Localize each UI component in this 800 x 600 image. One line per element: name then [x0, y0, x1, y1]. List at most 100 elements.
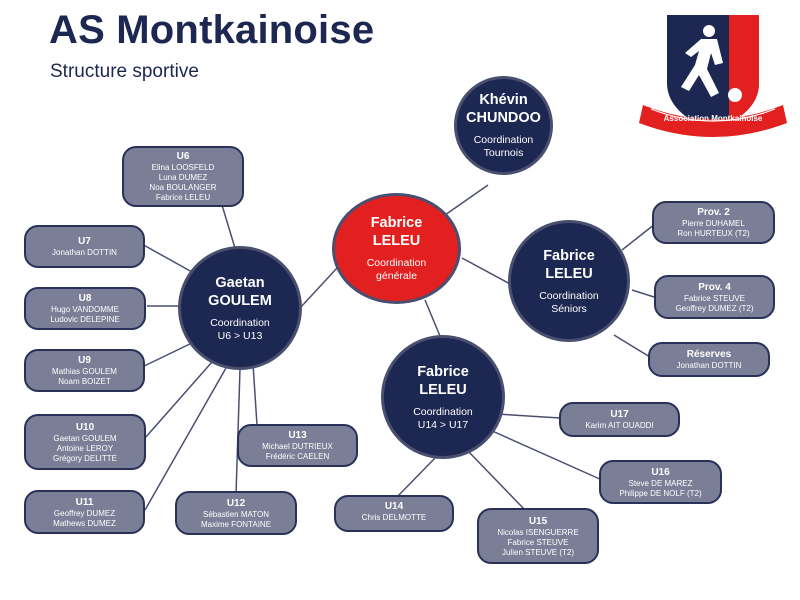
link-u7	[139, 242, 193, 273]
team-member: Gaetan GOULEM	[53, 433, 117, 443]
team-member: Hugo VANDOMME	[51, 305, 119, 314]
coordinator-last-name: LELEU	[419, 381, 467, 398]
coordinator-last-name: CHUNDOO	[466, 110, 541, 126]
team-category: U6	[176, 151, 190, 162]
team-member: Ludovic DELEPINE	[50, 315, 120, 324]
team-u13: U13 Michael DUTRIEUX Frédéric CAELEN	[237, 424, 358, 467]
team-member: Elina LOOSFELD	[151, 163, 215, 172]
team-category: Prov. 4	[698, 281, 731, 293]
team-member: Fabrice STEUVE	[507, 537, 569, 547]
team-member: Steve DE MAREZ	[628, 478, 693, 488]
team-member: Ron HURTEUX (T2)	[677, 229, 750, 238]
coordinator-last-name: LELEU	[545, 265, 593, 282]
team-category: U10	[75, 421, 95, 433]
team-category: U8	[78, 293, 92, 304]
team-member: Jonathan DOTTIN	[676, 361, 742, 370]
team-member: Frédéric CAELEN	[265, 452, 330, 461]
link-u17	[496, 413, 561, 419]
team-member: Luna DUMEZ	[158, 173, 208, 182]
coordinator-first-name: Fabrice	[543, 247, 595, 264]
link-u11	[144, 367, 227, 511]
team-category: U16	[651, 466, 670, 478]
team-member: Fabrice LELEU	[155, 193, 211, 202]
page-subtitle: Structure sportive	[50, 61, 199, 82]
logo-banner-text: Association Montkainoise	[664, 114, 763, 123]
team-member: Karim AIT OUADDI	[585, 421, 654, 430]
team-u12: U12 Sébastien MATON Maxime FONTAINE	[175, 491, 297, 535]
footballer-icon	[681, 25, 742, 102]
team-member: Grégory DELITTE	[52, 453, 117, 463]
team-member: Geoffrey DUMEZ	[53, 508, 116, 518]
coordinator-first-name: Khévin	[479, 92, 528, 108]
team-member: Antoine LEROY	[56, 443, 114, 453]
team-u9: U9 Mathias GOULEM Noam BOIZET	[24, 349, 145, 392]
team-category: U12	[226, 497, 246, 509]
team-u14: U14 Chris DELMOTTE	[334, 495, 454, 532]
team-member: Philippe DE NOLF (T2)	[619, 488, 702, 498]
link-u13	[252, 363, 258, 426]
team-member: Geoffrey DUMEZ (T2)	[675, 303, 754, 313]
team-u17: U17 Karim AIT OUADDI	[559, 402, 680, 437]
team-member: Maxime FONTAINE	[200, 519, 272, 529]
link-u15	[466, 449, 526, 511]
team-category: U7	[78, 236, 91, 247]
team-member: Chris DELMOTTE	[361, 513, 427, 522]
team-member: Julien STEUVE (T2)	[501, 547, 575, 557]
link-u9	[139, 341, 195, 369]
team-u6: U6 Elina LOOSFELD Luna DUMEZ Noa BOULANG…	[122, 146, 244, 207]
link-generale-tournois	[444, 184, 489, 216]
team-prov4: Prov. 4 Fabrice STEUVE Geoffrey DUMEZ (T…	[654, 275, 775, 319]
coordinator-last-name: GOULEM	[208, 292, 272, 309]
coordinator-first-name: Gaetan	[215, 274, 265, 291]
link-u10	[144, 361, 213, 439]
link-reserves	[613, 334, 651, 358]
link-generale-u14u17	[424, 299, 441, 337]
team-member: Fabrice STEUVE	[684, 293, 745, 303]
team-category: U17	[610, 409, 629, 420]
link-generale-seniors	[461, 257, 513, 286]
link-generale-u6u13	[299, 267, 338, 309]
team-u16: U16 Steve DE MAREZ Philippe DE NOLF (T2)	[599, 460, 722, 504]
team-u10: U10 Gaetan GOULEM Antoine LEROY Grégory …	[24, 414, 146, 470]
link-u14	[396, 455, 438, 498]
team-category: U13	[288, 430, 307, 441]
team-u7: U7 Jonathan DOTTIN	[24, 225, 145, 268]
coordinator-first-name: Fabrice	[417, 363, 469, 380]
team-member: Mathias GOULEM	[52, 367, 117, 376]
team-prov2: Prov. 2 Pierre DUHAMEL Ron HURTEUX (T2)	[652, 201, 775, 244]
team-category: U9	[78, 355, 91, 366]
page-title: AS Montkainoise	[49, 8, 375, 52]
team-member: Jonathan DOTTIN	[52, 248, 117, 257]
team-u11: U11 Geoffrey DUMEZ Mathews DUMEZ	[24, 490, 145, 534]
team-u8: U8 Hugo VANDOMME Ludovic DELEPINE	[24, 287, 146, 330]
team-category: U14	[384, 501, 404, 512]
team-member: Noam BOIZET	[58, 377, 111, 386]
team-category: U15	[528, 515, 548, 527]
link-u16	[489, 429, 603, 481]
team-category: Réserves	[686, 349, 732, 360]
team-u15: U15 Nicolas ISENGUERRE Fabrice STEUVE Ju…	[477, 508, 599, 564]
team-reserves: Réserves Jonathan DOTTIN	[648, 342, 770, 377]
team-member: Pierre DUHAMEL	[682, 219, 745, 228]
coordinator-first-name: Fabrice	[370, 215, 423, 231]
team-member: Noa BOULANGER	[149, 183, 217, 192]
team-member: Michael DUTRIEUX	[262, 442, 333, 451]
link-prov4	[631, 289, 655, 298]
club-logo: Association Montkainoise	[639, 15, 787, 137]
link-prov2	[621, 223, 656, 251]
team-member: Nicolas ISENGUERRE	[497, 527, 579, 537]
team-category: U11	[75, 496, 94, 508]
team-category: Prov. 2	[697, 207, 730, 218]
team-member: Mathews DUMEZ	[53, 518, 116, 528]
